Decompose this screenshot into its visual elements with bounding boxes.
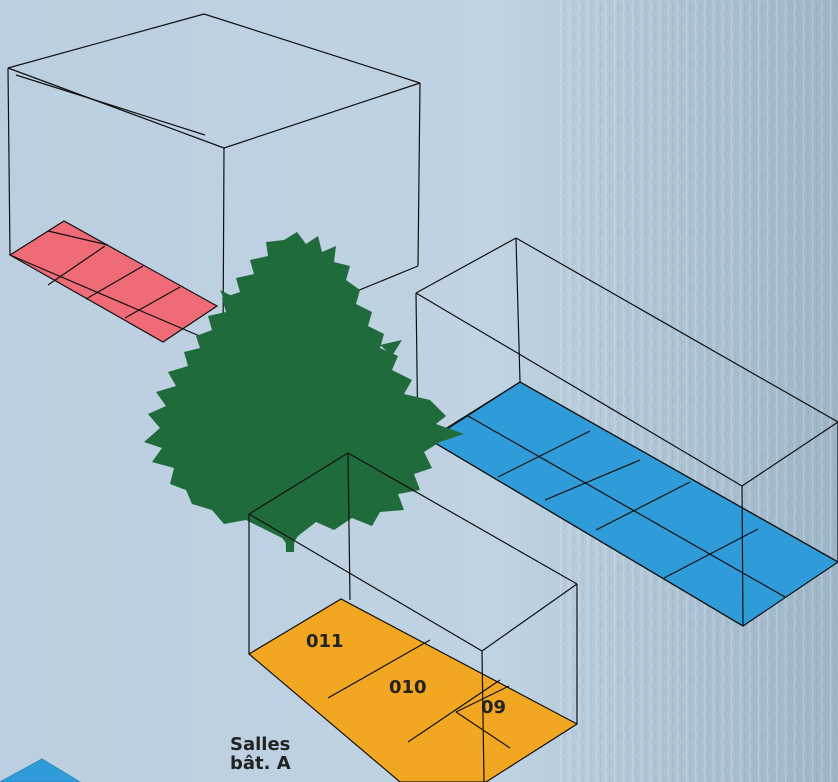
building-orange-edges [248,452,578,782]
legend-swatch-blue [0,758,81,782]
building-pink-floor [8,220,219,343]
room-label-010: 010 [389,677,427,698]
building-blue-room-dividers [467,415,786,598]
caption-line-2: bât. A [230,753,291,774]
caption-line-1: Salles [230,734,291,755]
background-texture [560,0,838,782]
building-orange-floor [247,598,579,782]
room-label-09: 09 [481,697,506,718]
room-label-011: 011 [306,631,344,652]
building-pink [7,13,421,347]
building-pink-room-dividers [47,230,181,319]
building-orange [247,452,579,782]
buildings-caption: Salles bât. A [230,735,291,773]
